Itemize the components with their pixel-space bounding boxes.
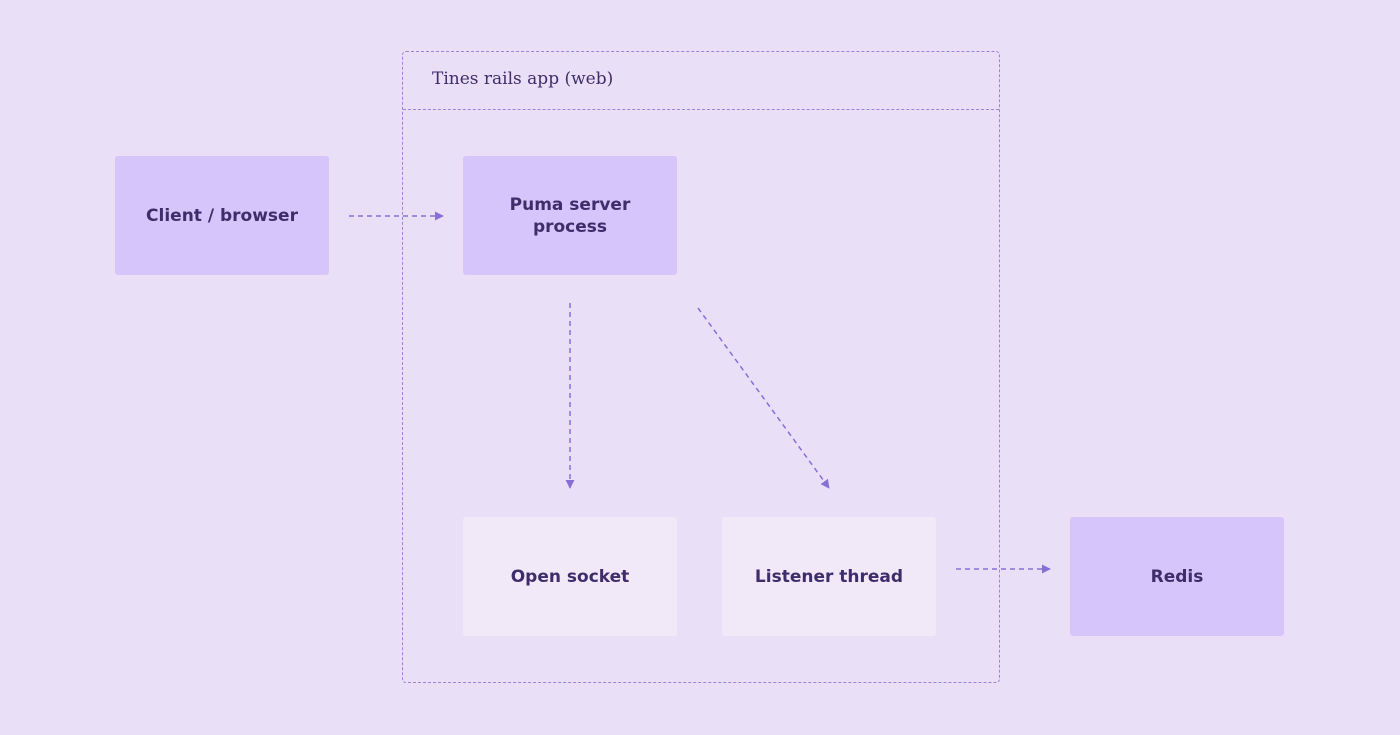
client-browser-node: Client / browser <box>115 156 329 275</box>
container-title: Tines rails app (web) <box>432 69 614 89</box>
arrow-puma-to-listener <box>697 307 830 489</box>
redis-label: Redis <box>1150 566 1204 587</box>
listener-thread-label: Listener thread <box>754 566 904 587</box>
puma-server-node: Puma server process <box>463 156 677 275</box>
redis-node: Redis <box>1070 517 1284 636</box>
listener-thread-node: Listener thread <box>722 517 936 636</box>
puma-server-label-line2: process <box>532 216 608 237</box>
open-socket-label: Open socket <box>510 566 630 587</box>
open-socket-node: Open socket <box>463 517 677 636</box>
puma-server-label-line1: Puma server <box>509 194 631 215</box>
rails-app-container: Tines rails app (web) <box>402 51 1000 683</box>
client-browser-label: Client / browser <box>146 205 298 226</box>
container-divider <box>403 109 999 110</box>
